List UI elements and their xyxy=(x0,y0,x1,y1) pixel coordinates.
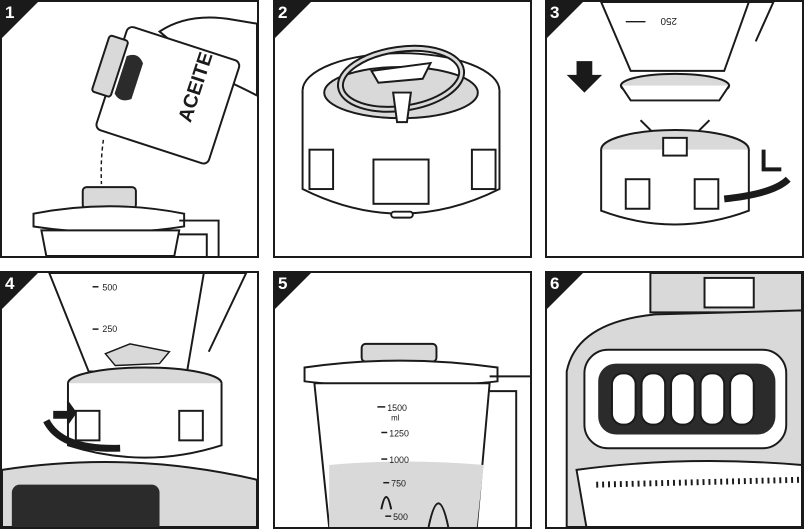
jar-mark: 250 xyxy=(102,324,117,334)
step-number: 3 xyxy=(550,3,559,23)
step-number: 6 xyxy=(550,274,559,294)
step-number: 2 xyxy=(278,3,287,23)
step-5-panel: 1500 ml 1250 1000 750 500 5 xyxy=(273,271,532,529)
jar-mark: 250 xyxy=(660,15,677,26)
jar-mark: 500 xyxy=(102,283,117,293)
step-1-panel: ACEITE 1 xyxy=(0,0,259,258)
jar-mark: 500 xyxy=(393,512,408,522)
step-2-panel: 2 xyxy=(273,0,532,258)
oil-pour-illustration: ACEITE xyxy=(2,2,257,256)
jar-mark: ml xyxy=(391,414,400,423)
step-3-panel: 250 3 xyxy=(545,0,804,258)
control-panel-illustration xyxy=(547,273,802,527)
blade-assembly-illustration xyxy=(275,2,530,256)
step-number: 4 xyxy=(5,274,14,294)
jar-attach-illustration: 250 xyxy=(547,2,802,256)
measuring-jar-illustration: 1500 ml 1250 1000 750 500 xyxy=(275,273,530,527)
jar-lock-illustration: 500 250 xyxy=(2,273,257,527)
step-number: 1 xyxy=(5,3,14,23)
jar-mark: 1500 xyxy=(387,403,407,413)
step-number: 5 xyxy=(278,274,287,294)
jar-mark: 750 xyxy=(391,479,406,489)
jar-mark: 1000 xyxy=(389,455,409,465)
step-4-panel: 500 250 4 xyxy=(0,271,259,529)
step-6-panel: 6 xyxy=(545,271,804,529)
jar-mark: 1250 xyxy=(389,428,409,438)
